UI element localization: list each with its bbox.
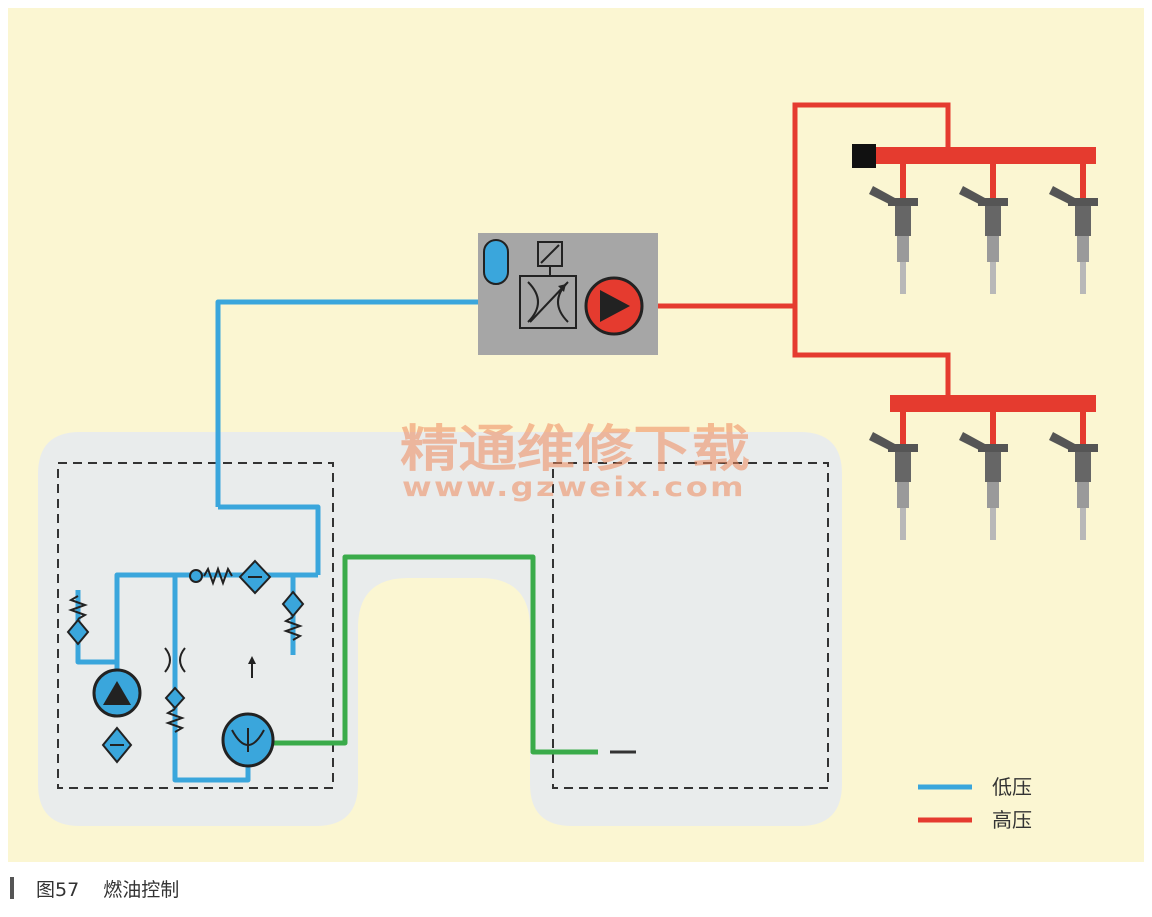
legend-low-pressure-label: 低压 <box>992 775 1032 799</box>
fuel-rail-upper <box>868 147 1096 164</box>
check-valve-icon <box>164 686 186 733</box>
pump-icon <box>584 276 644 336</box>
filter-icon <box>101 726 133 764</box>
check-valve-icon <box>189 566 233 586</box>
watermark-name: 精通维修下载 <box>400 420 750 478</box>
high-pressure-lines <box>650 102 951 398</box>
pressure-damper-icon <box>483 239 509 285</box>
legend: 低压 高压 <box>918 775 1032 832</box>
restrictor-icon <box>164 647 186 673</box>
rail-pressure-sensor <box>852 144 876 168</box>
high-pressure-pump-module <box>478 233 658 355</box>
figure-title: 燃油控制 <box>103 878 180 901</box>
jet-pump-icon <box>221 712 275 768</box>
tank-left-chamber <box>57 462 334 789</box>
solenoid-valve-icon <box>519 275 577 329</box>
watermark-url: www.gzweix.com <box>402 472 746 503</box>
legend-high-pressure-label: 高压 <box>992 808 1032 832</box>
check-valve-icon <box>281 590 305 641</box>
return-line <box>270 554 598 755</box>
filter-icon <box>238 559 272 595</box>
check-valve-icon <box>66 595 90 646</box>
figure-number: 图57 <box>36 878 80 901</box>
caption-marker <box>10 877 14 899</box>
fuel-rail-lower <box>890 395 1096 412</box>
tank-right-chamber <box>552 462 829 789</box>
figure-caption: 图57 燃油控制 <box>10 873 179 903</box>
pump-icon <box>92 668 142 718</box>
